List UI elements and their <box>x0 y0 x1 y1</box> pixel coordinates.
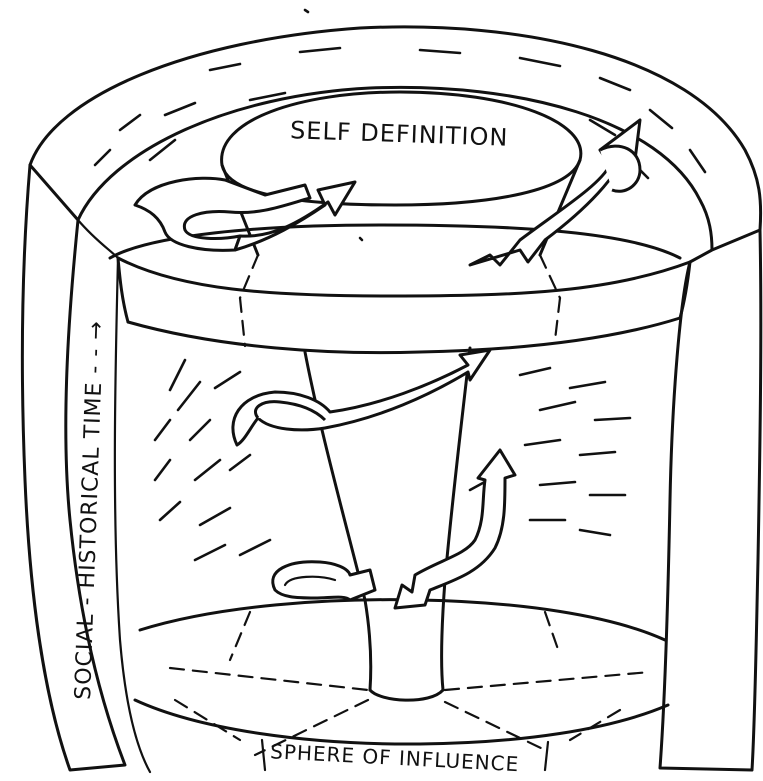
arrow-bottom <box>273 562 375 600</box>
arrow-middle <box>233 350 490 445</box>
right-panel <box>660 230 761 770</box>
bottom-floor <box>135 600 668 755</box>
sphere-of-influence-label: SPHERE OF INFLUENCE <box>270 739 520 776</box>
social-historical-time-label: SOCIAL - HISTORICAL TIME - - → <box>71 320 109 700</box>
middle-band <box>118 258 690 353</box>
middle-strokes <box>155 360 630 560</box>
